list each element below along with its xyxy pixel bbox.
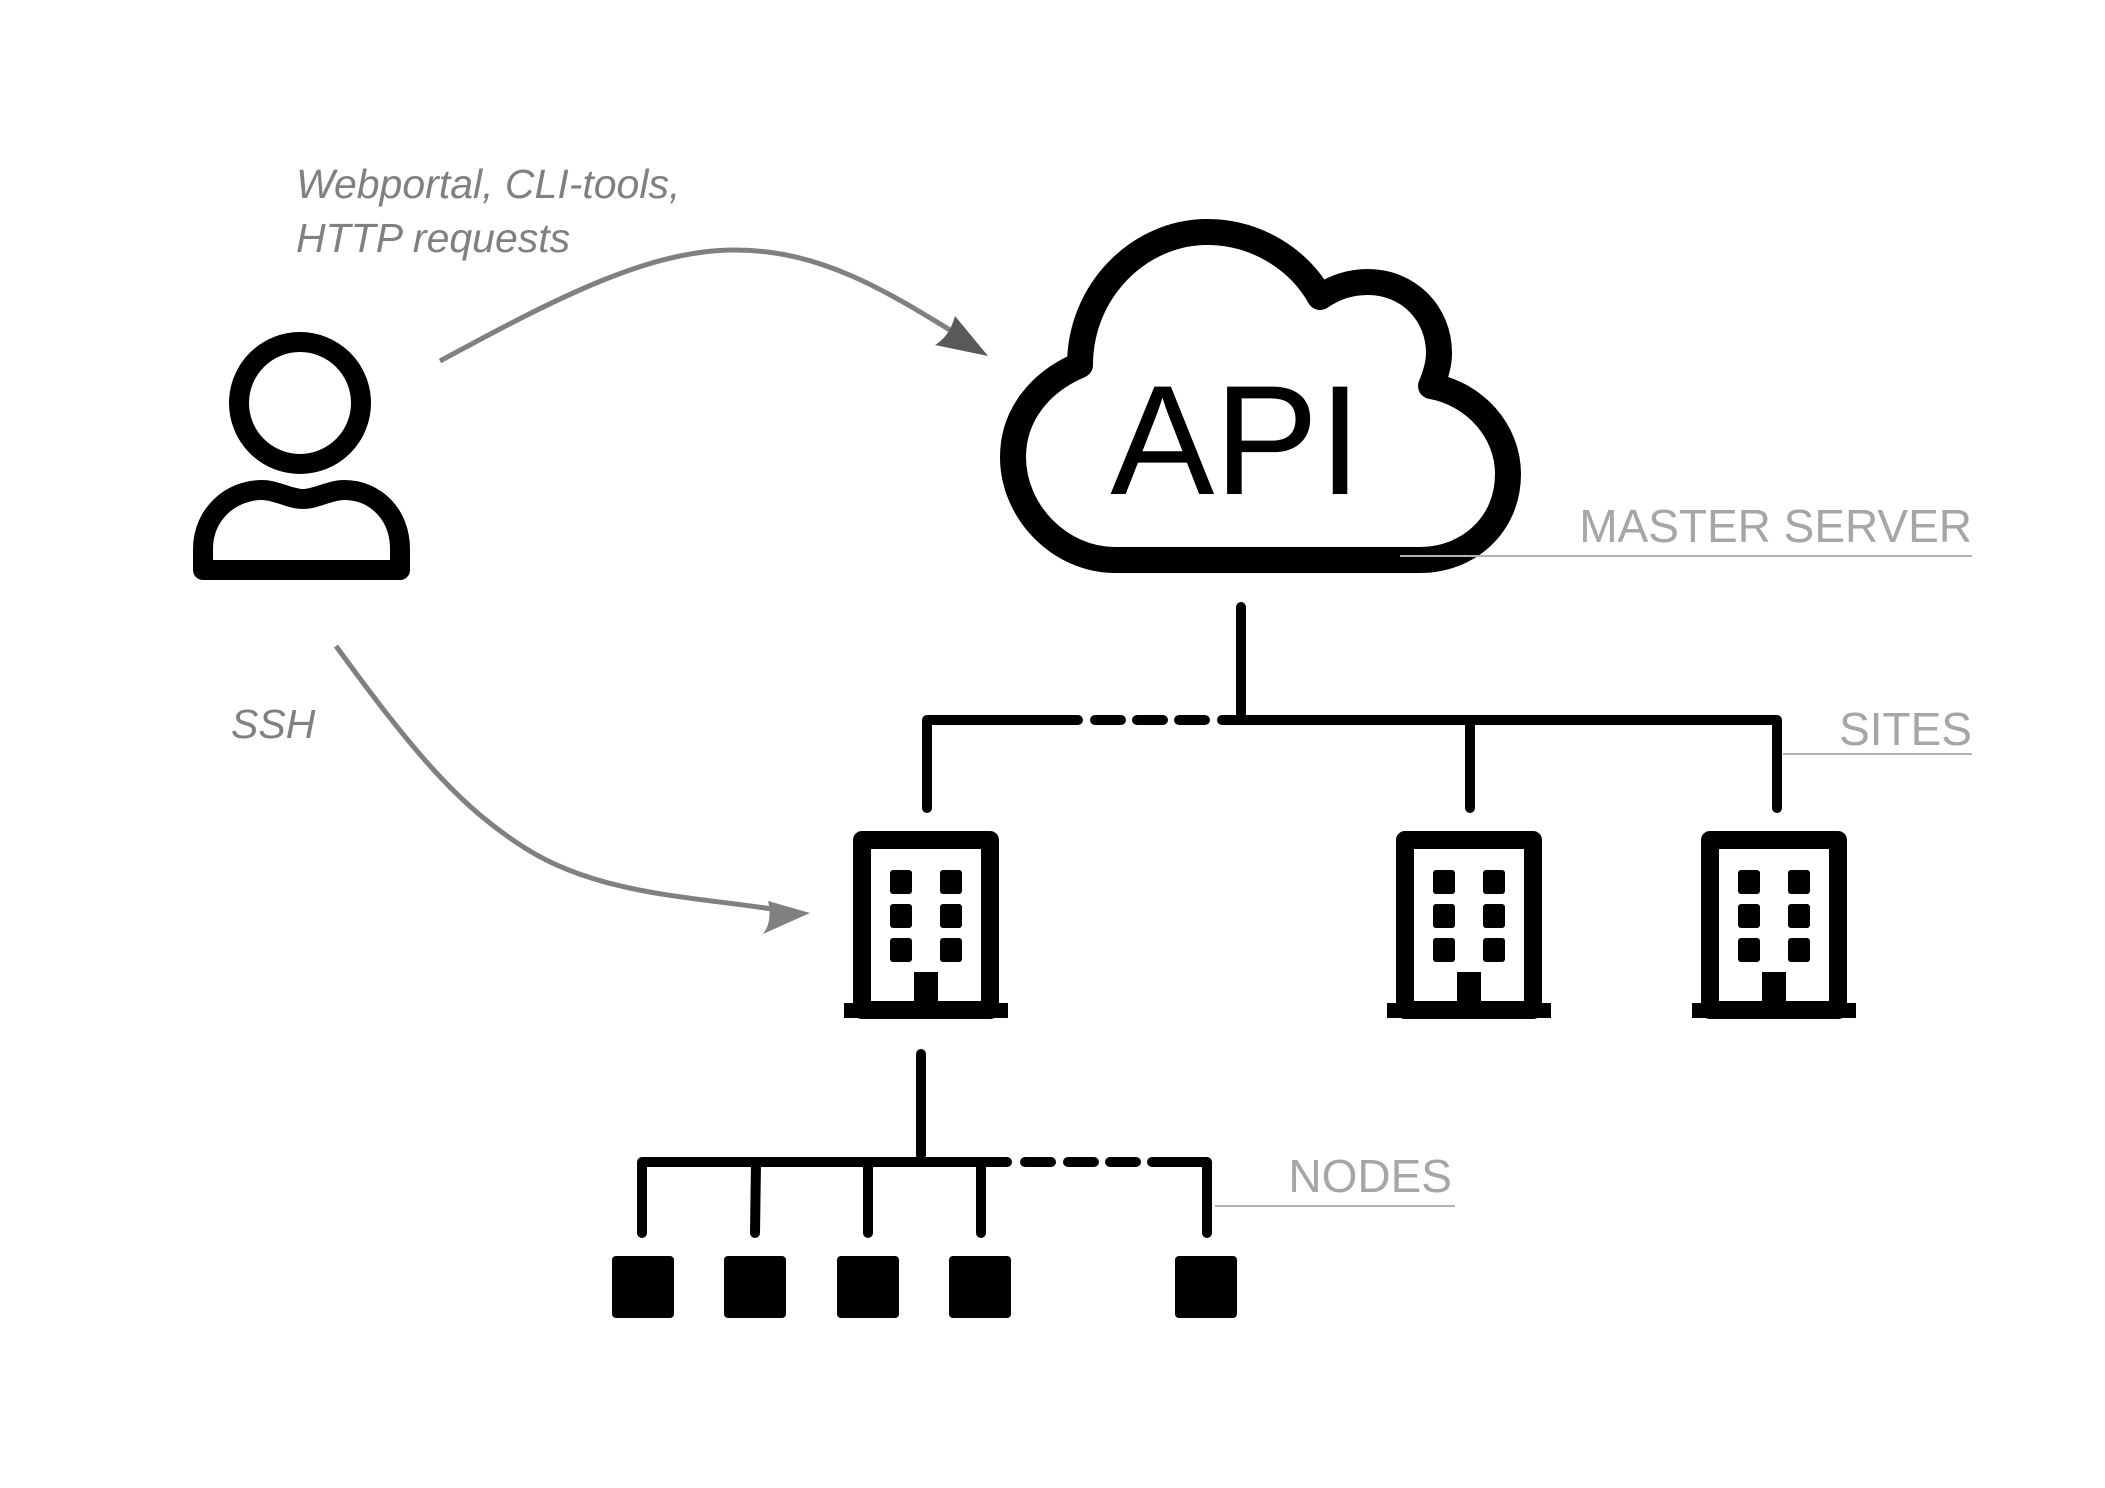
- node-square-icon: [612, 1256, 674, 1318]
- access-label-ssh: SSH: [231, 701, 316, 747]
- cloud-label: API: [1110, 354, 1361, 528]
- building-icon: [1692, 831, 1856, 1019]
- access-label-web-line1: Webportal, CLI-tools,: [296, 161, 680, 207]
- layer-label-master-server: MASTER SERVER: [1579, 500, 1972, 552]
- ssh-access-arrow: [333, 644, 810, 934]
- layer-label-sites: SITES: [1839, 703, 1972, 755]
- node-square-icon: [724, 1256, 786, 1318]
- node-square-icon: [837, 1256, 899, 1318]
- nodes-tree: [637, 1049, 1212, 1238]
- layer-label-nodes: NODES: [1288, 1150, 1452, 1202]
- access-label-web-line2: HTTP requests: [296, 215, 570, 261]
- node-square-icon: [1175, 1256, 1237, 1318]
- node-square-icon: [949, 1256, 1011, 1318]
- sites-tree: [922, 602, 1782, 813]
- user-icon: [193, 332, 410, 580]
- building-icon: [844, 831, 1008, 1019]
- web-access-arrow: [438, 247, 988, 364]
- cloud-icon: API: [1000, 219, 1521, 573]
- building-icon: [1387, 831, 1551, 1019]
